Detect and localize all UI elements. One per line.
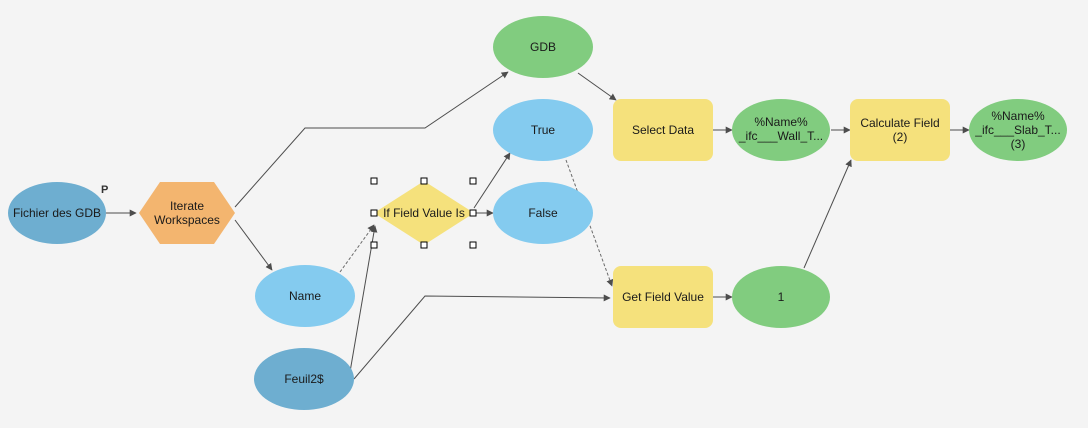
slab-shape (969, 99, 1067, 161)
name-label: Name (289, 289, 321, 303)
resize-handle-sw[interactable] (370, 241, 378, 249)
resize-handle-e[interactable] (469, 209, 477, 217)
connector-iffield-to-true[interactable] (473, 152, 511, 209)
node-if-field-value-is[interactable]: If Field Value Is (370, 177, 477, 249)
feuil-label: Feuil2$ (284, 372, 324, 386)
node-get-field-value[interactable]: Get Field Value (613, 266, 713, 328)
node-feuil2[interactable]: Feuil2$ (254, 348, 354, 410)
connector-iterate-to-gdb[interactable] (234, 71, 509, 208)
fichier-label: Fichier des GDB (13, 206, 101, 220)
connector-feuil-to-iffield[interactable] (349, 225, 378, 373)
false-label: False (528, 206, 558, 220)
node-value-one[interactable]: 1 (732, 266, 830, 328)
node-true[interactable]: True (493, 99, 593, 161)
calcfield-label-line-2: (2) (893, 130, 908, 144)
node-iterate-workspaces[interactable]: Iterate Workspaces (139, 182, 235, 244)
feuil-shape (254, 348, 354, 410)
getfield-label: Get Field Value (622, 290, 704, 304)
resize-handle-s[interactable] (420, 241, 428, 249)
iterate-label-line-2: Workspaces (154, 213, 220, 227)
connector-gdb-to-selectdata[interactable] (577, 72, 617, 101)
false-shape (493, 182, 593, 244)
resize-handle-n[interactable] (420, 177, 428, 185)
node-false[interactable]: False (493, 182, 593, 244)
connector-one-to-calcfield[interactable] (803, 159, 852, 269)
true-label: True (531, 123, 556, 137)
gdb-label: GDB (530, 40, 556, 54)
slab-label-line-1: %Name% (991, 109, 1045, 123)
selectdata-label: Select Data (632, 123, 694, 137)
slab-label-line-2: _ifc___Slab_T... (974, 123, 1060, 137)
resize-handle-ne[interactable] (469, 177, 477, 185)
selection-handles[interactable] (370, 177, 477, 249)
wall-label-line-2: _ifc___Wall_T... (738, 129, 823, 143)
node-name[interactable]: Name (255, 265, 355, 327)
resize-handle-w[interactable] (370, 209, 378, 217)
connector-name-to-iffield[interactable] (339, 224, 375, 273)
iffield-shape (374, 181, 474, 245)
node-wall-output[interactable]: %Name% _ifc___Wall_T... (732, 99, 830, 161)
one-label: 1 (778, 290, 785, 304)
gdb-shape (493, 16, 593, 78)
node-calculate-field[interactable]: Calculate Field (2) (850, 99, 950, 161)
iffield-label: If Field Value Is (383, 206, 465, 220)
wall-label-line-1: %Name% (754, 115, 808, 129)
getfield-shape (613, 266, 713, 328)
node-fichier-des-gdb[interactable]: Fichier des GDB P (8, 182, 108, 244)
calcfield-shape (850, 99, 950, 161)
node-gdb[interactable]: GDB (493, 16, 593, 78)
iterate-label-line-1: Iterate (170, 199, 204, 213)
resize-handle-se[interactable] (469, 241, 477, 249)
calcfield-label-line-1: Calculate Field (860, 116, 939, 130)
fichier-shape (8, 182, 106, 244)
true-shape (493, 99, 593, 161)
wall-shape (732, 99, 830, 161)
connectors (106, 71, 970, 380)
slab-label-line-3: (3) (1011, 137, 1026, 151)
name-shape (255, 265, 355, 327)
node-select-data[interactable]: Select Data (613, 99, 713, 161)
resize-handle-nw[interactable] (370, 177, 378, 185)
selectdata-shape (613, 99, 713, 161)
node-slab-output[interactable]: %Name% _ifc___Slab_T... (3) (969, 99, 1067, 161)
connector-feuil-to-getfield[interactable] (353, 294, 611, 380)
iterate-shape (139, 182, 235, 244)
one-shape (732, 266, 830, 328)
connector-iterate-to-name[interactable] (234, 219, 273, 271)
parameter-mark: P (101, 184, 108, 196)
